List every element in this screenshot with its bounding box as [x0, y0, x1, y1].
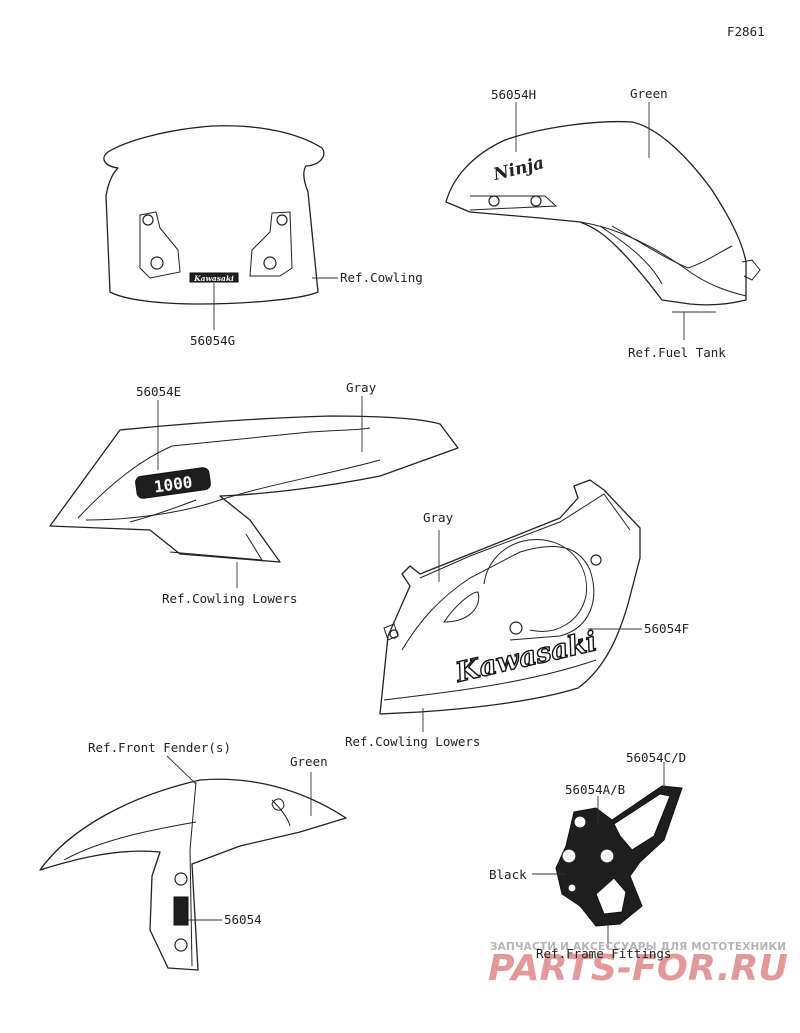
cowling-lower-upper-groove [85, 459, 381, 521]
side-cowling-hole [509, 621, 523, 635]
fuel-tank-rear-panel [579, 221, 747, 297]
screen-decal-56054g [189, 272, 239, 283]
side-cowling-hole [590, 554, 602, 566]
screen-decal-text: Kawasaki [193, 274, 234, 283]
fender-emblem [271, 798, 285, 811]
label-56054cd: 56054C/D [626, 750, 686, 765]
windshield-right-mount [249, 211, 293, 277]
windshield-assembly: Kawasaki [103, 125, 325, 305]
side-cowling-lower-assembly: Kawasaki [379, 479, 641, 715]
side-cowling-lower-circle [483, 538, 588, 632]
fuel-tank-assembly: Ninja [445, 121, 761, 306]
side-cowling-lower-inner [401, 545, 595, 651]
cowling-lower-upper-assembly: 1000 [49, 415, 459, 563]
label-56054g: 56054G [190, 333, 235, 348]
windshield-bolt-hole [263, 256, 277, 270]
front-fender-assembly [39, 778, 347, 971]
label-56054: 56054 [224, 912, 262, 927]
label-ref-fuel-tank: Ref.Fuel Tank [628, 345, 726, 360]
front-fender-inner [63, 781, 291, 967]
label-56054e: 56054E [136, 384, 181, 399]
watermark-tagline: ЗАПЧАСТИ И АКСЕССУАРЫ ДЛЯ МОТОТЕХНИКИ [490, 941, 786, 953]
fuel-tank-hole [530, 195, 542, 207]
label-ref-cowling: Ref.Cowling [340, 270, 423, 285]
windshield-bolt-hole [150, 256, 164, 270]
label-ref-front-fender: Ref.Front Fender(s) [88, 740, 231, 755]
label-green-fender: Green [290, 754, 328, 769]
frame-fitting-hole [567, 883, 577, 893]
fuel-tank-outline [445, 121, 747, 306]
label-green-tank: Green [630, 86, 668, 101]
fuel-tank-lower-edge [599, 225, 733, 285]
label-ref-frame-fittings: Ref.Frame Fittings [536, 946, 671, 961]
fender-decal-56054 [173, 896, 189, 926]
frame-fitting-hole [599, 848, 615, 864]
frame-fitting-cutout [595, 877, 627, 915]
front-fender-outline [39, 778, 347, 971]
figure-code: F2861 [727, 24, 765, 39]
cowling-lower-upper-inner [77, 427, 371, 561]
fuel-tank-hole [488, 195, 500, 207]
label-ref-cowling-lowers-right: Ref.Cowling Lowers [345, 734, 480, 749]
label-black: Black [489, 867, 527, 882]
windshield-left-mount [139, 211, 181, 279]
watermark-logo: PARTS-FOR.RU [488, 948, 788, 989]
windshield-bolt-hole [276, 214, 288, 226]
label-56054h: 56054H [491, 87, 536, 102]
label-ref-cowling-lowers-left: Ref.Cowling Lowers [162, 591, 297, 606]
frame-fitting-assembly [555, 785, 683, 927]
fender-hole [174, 872, 188, 886]
side-cowling-lower-outline [379, 479, 641, 715]
cowl-decal-56054e [135, 467, 211, 499]
fender-hole [174, 938, 188, 952]
label-gray-upper: Gray [346, 380, 377, 395]
side-cowling-lower-edge [383, 493, 631, 701]
label-56054ab: 56054A/B [565, 782, 625, 797]
cowling-lower-upper-outline [49, 415, 459, 563]
fuel-tank-seam [469, 195, 558, 211]
frame-fitting-hole [573, 815, 587, 829]
label-56054f: 56054F [644, 621, 689, 636]
label-gray-lower: Gray [423, 510, 454, 525]
fuel-tank-bracket [741, 259, 761, 281]
side-cowling-mount [383, 623, 399, 641]
frame-fitting-hole [561, 848, 577, 864]
windshield-bolt-hole [142, 214, 154, 226]
leader-ref-front-fender [166, 755, 197, 785]
frame-fitting-decal-56054cd [613, 793, 671, 851]
